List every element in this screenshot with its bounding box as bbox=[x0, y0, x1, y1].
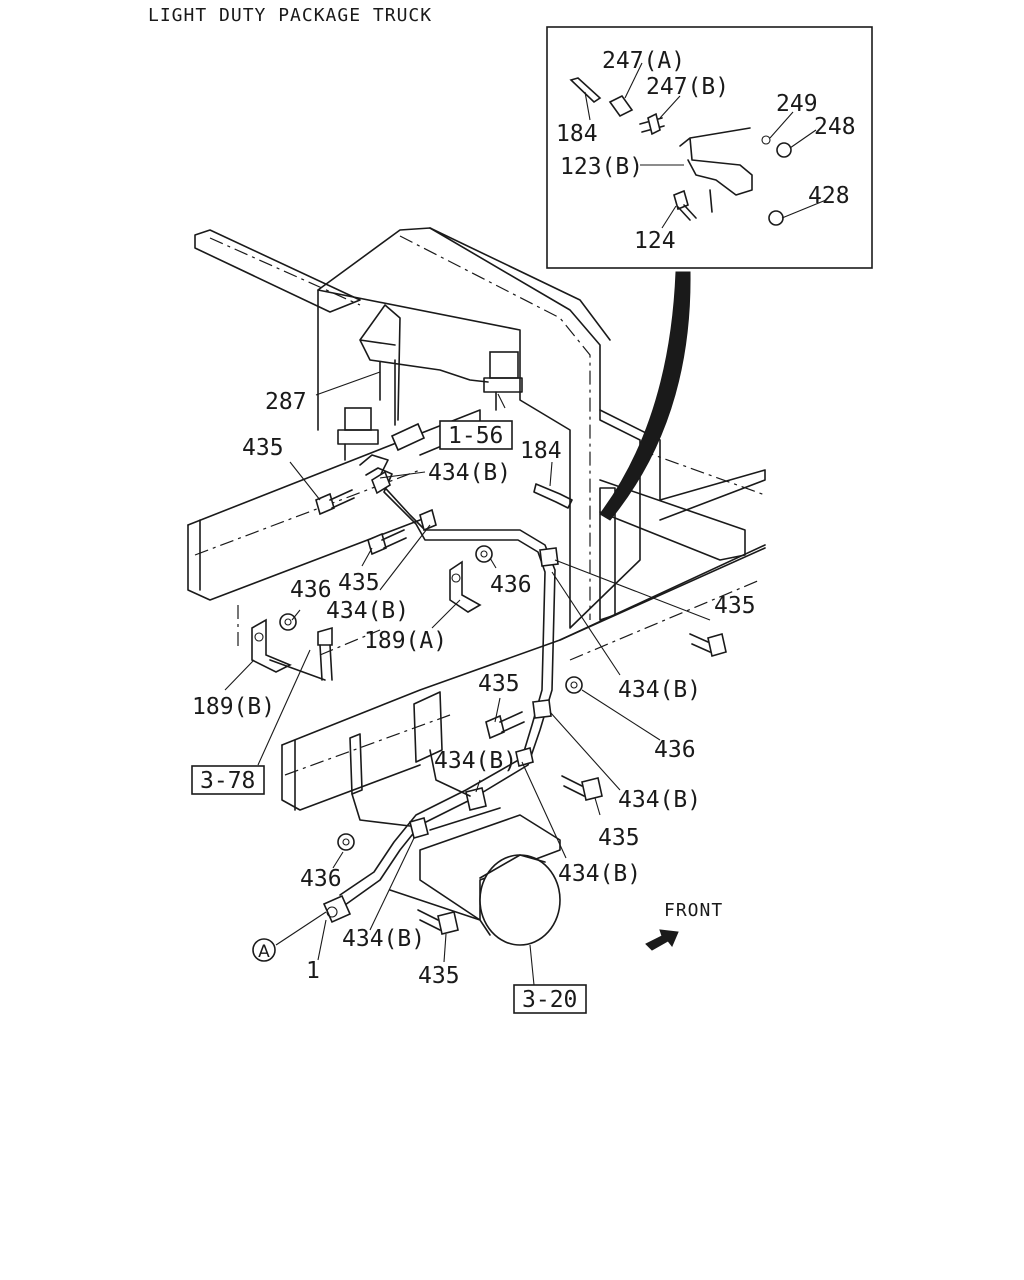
label-434b-f: 434(B) bbox=[558, 861, 641, 887]
detail-inset bbox=[546, 26, 873, 269]
label-435-a: 435 bbox=[242, 435, 284, 461]
label-434b-d: 434(B) bbox=[434, 748, 517, 774]
label-434b-b: 434(B) bbox=[326, 598, 409, 624]
label-189b: 189(B) bbox=[192, 694, 275, 720]
label-434b-a: 434(B) bbox=[428, 460, 511, 486]
section-ref-3-78[interactable]: 3-78 bbox=[200, 768, 255, 794]
label-287: 287 bbox=[265, 389, 307, 415]
tank-risers bbox=[349, 691, 471, 827]
label-435-f: 435 bbox=[418, 963, 460, 989]
relay-valve-upper bbox=[483, 351, 523, 411]
fitting-247b bbox=[647, 112, 661, 136]
bracket-123b bbox=[679, 127, 753, 196]
relay-valve-lower bbox=[337, 407, 379, 461]
front-arrow-icon bbox=[645, 929, 679, 951]
section-ref-box-3-78 bbox=[191, 765, 265, 795]
label-428-inset: 428 bbox=[808, 183, 850, 209]
fitting-1 bbox=[322, 894, 352, 924]
nut-428 bbox=[768, 210, 784, 226]
pin-184 bbox=[533, 483, 573, 509]
section-ref-box-3-20 bbox=[513, 984, 587, 1014]
washer-249 bbox=[761, 135, 771, 145]
air-tank bbox=[389, 807, 561, 946]
nut-436-group bbox=[279, 545, 583, 851]
label-247a-inset: 247(A) bbox=[602, 48, 685, 74]
section-ref-1-56[interactable]: 1-56 bbox=[448, 423, 503, 449]
label-436-a: 436 bbox=[490, 572, 532, 598]
label-436-b: 436 bbox=[290, 577, 332, 603]
diagram-title: LIGHT DUTY PACKAGE TRUCK bbox=[148, 5, 432, 26]
label-123b-inset: 123(B) bbox=[560, 154, 643, 180]
label-1: 1 bbox=[306, 958, 320, 984]
label-435-d: 435 bbox=[478, 671, 520, 697]
label-436-c: 436 bbox=[654, 737, 696, 763]
section-ref-box-1-56 bbox=[439, 420, 513, 450]
label-434b-e: 434(B) bbox=[618, 787, 701, 813]
detail-pointer-arrow bbox=[599, 271, 691, 521]
label-435-b: 435 bbox=[338, 570, 380, 596]
label-184: 184 bbox=[520, 438, 562, 464]
leader-lines bbox=[224, 62, 827, 986]
bracket-189-b bbox=[251, 618, 326, 681]
circle-ref-a-outline bbox=[252, 938, 276, 962]
bolt-435-group bbox=[315, 489, 727, 935]
front-label: FRONT bbox=[664, 900, 723, 921]
label-435-c: 435 bbox=[714, 593, 756, 619]
bracket-189-a bbox=[449, 560, 482, 613]
clip-434b-group bbox=[371, 470, 559, 839]
pin-184-detail bbox=[569, 77, 602, 104]
label-436-d: 436 bbox=[300, 866, 342, 892]
label-248-inset: 248 bbox=[814, 114, 856, 140]
label-249-inset: 249 bbox=[776, 91, 818, 117]
label-184-inset: 184 bbox=[556, 121, 598, 147]
label-124-inset: 124 bbox=[634, 228, 676, 254]
circle-ref-a: A bbox=[258, 942, 270, 962]
label-435-e: 435 bbox=[598, 825, 640, 851]
connector-upper bbox=[390, 422, 426, 452]
coupler-247a bbox=[608, 94, 634, 118]
label-434b-c: 434(B) bbox=[618, 677, 701, 703]
label-434b-g: 434(B) bbox=[342, 926, 425, 952]
brake-pipe-287 bbox=[359, 304, 489, 426]
label-189a: 189(A) bbox=[364, 628, 447, 654]
nut-248 bbox=[776, 142, 792, 158]
label-247b-inset: 247(B) bbox=[646, 74, 729, 100]
section-ref-3-20[interactable]: 3-20 bbox=[522, 987, 577, 1013]
